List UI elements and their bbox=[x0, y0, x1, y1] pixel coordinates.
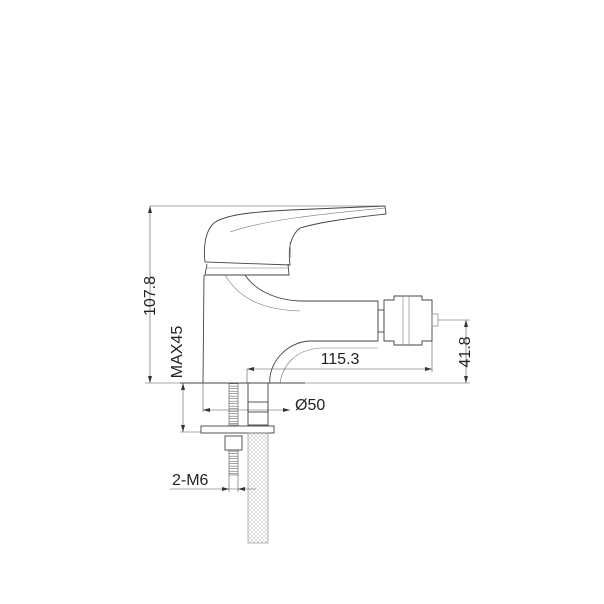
height-label: 107.8 bbox=[142, 276, 159, 316]
dimension-outlet-height: 41.8 bbox=[305, 319, 474, 384]
faucet-body bbox=[180, 274, 379, 384]
dimension-studs: 2-M6 bbox=[170, 472, 256, 492]
reach-label: 115.3 bbox=[321, 351, 360, 368]
dimension-base-diameter: Ø50 bbox=[202, 383, 325, 414]
dimension-reach: 115.3 bbox=[246, 341, 433, 383]
spout-outlet bbox=[377, 295, 439, 346]
flex-hose bbox=[247, 432, 269, 544]
lever-handle bbox=[203, 205, 387, 266]
dimension-max-deck: MAX45 bbox=[169, 326, 201, 433]
mounting-hardware bbox=[200, 382, 275, 544]
outlet-height-label: 41.8 bbox=[457, 336, 474, 367]
max-deck-label: MAX45 bbox=[169, 326, 186, 379]
threaded-stud bbox=[228, 382, 239, 426]
shank bbox=[247, 382, 269, 426]
body-collar bbox=[204, 263, 290, 276]
mounting-plate bbox=[200, 425, 275, 434]
diameter-label: Ø50 bbox=[295, 397, 325, 414]
dimension-height: 107.8 bbox=[142, 205, 385, 384]
nut bbox=[224, 435, 243, 451]
studs-label: 2-M6 bbox=[172, 472, 209, 489]
